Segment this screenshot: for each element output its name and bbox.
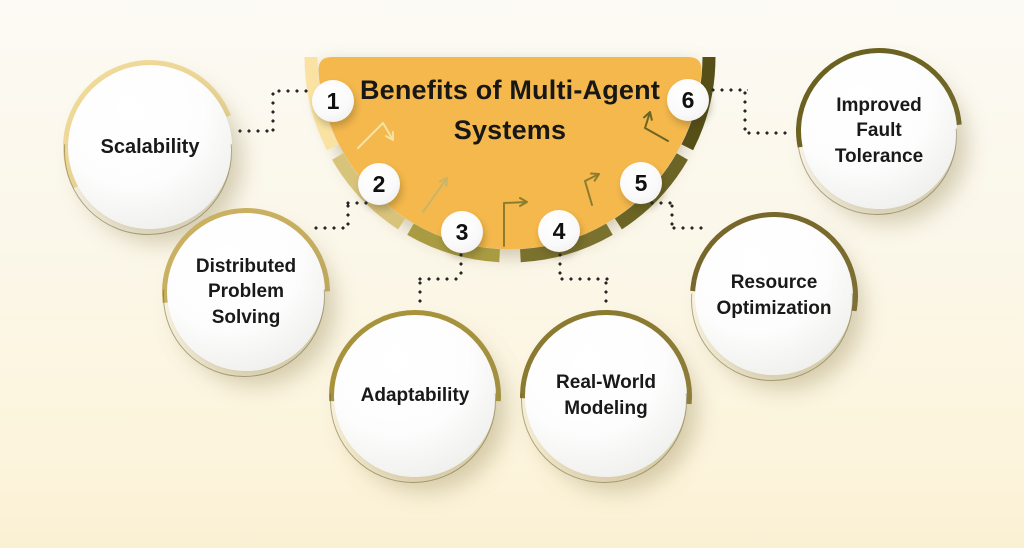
decorative-arrow-1-icon — [357, 122, 394, 149]
connector-6-segment — [711, 88, 748, 92]
connector-1-segment — [238, 129, 274, 133]
connector-2-segment — [346, 204, 350, 230]
benefit-label: Distributed Problem Solving — [195, 255, 297, 328]
connector-3-segment — [418, 281, 422, 307]
number-badge-6: 6 — [667, 79, 709, 121]
decorative-arrow-5-icon — [643, 111, 669, 142]
decorative-arrow-4-icon — [584, 172, 600, 206]
connector-2-segment — [346, 201, 372, 205]
connector-5-segment — [650, 201, 676, 205]
number-badge-2: 2 — [358, 163, 400, 205]
benefit-label: Adaptability — [360, 385, 470, 407]
benefit-circle-improved-fault-tolerance: Improved Fault Tolerance — [796, 48, 962, 214]
connector-3-segment — [418, 277, 463, 281]
benefit-circle-resource-optimization: Resource Optimization — [690, 212, 858, 380]
number-badge-1: 1 — [312, 80, 354, 122]
decorative-arrow-3-icon — [503, 197, 528, 247]
semicircle-shape — [318, 57, 702, 250]
benefit-circle-distributed-problem-solving: Distributed Problem Solving — [162, 208, 330, 376]
semicircle-disc — [318, 57, 702, 250]
connector-3-segment — [459, 253, 463, 280]
benefit-label: Improved Fault Tolerance — [834, 94, 924, 167]
benefit-label: Scalability — [100, 135, 200, 158]
diagram-title: Benefits of Multi-Agent Systems — [295, 70, 725, 150]
number-badge-3: 3 — [441, 211, 483, 253]
connector-5-segment — [670, 204, 674, 230]
benefit-circle-real-world-modeling: Real-World Modeling — [520, 310, 692, 482]
decorative-arrow-2-icon — [422, 177, 448, 213]
connector-4-segment — [560, 277, 609, 281]
diagram-title-line1: Benefits of Multi-Agent — [359, 75, 661, 105]
benefit-circle-adaptability: Adaptability — [329, 310, 501, 483]
number-badge-5: 5 — [620, 162, 662, 204]
connector-2-segment — [314, 226, 350, 230]
benefit-label: Resource Optimization — [716, 272, 832, 319]
connector-1-segment — [277, 89, 309, 93]
connector-4-segment — [604, 281, 608, 307]
benefit-circle-scalability: Scalability — [63, 60, 237, 234]
connector-4-segment — [558, 253, 562, 280]
connector-5-segment — [672, 226, 706, 230]
benefit-label: Real-World Modeling — [556, 372, 656, 419]
connector-6-segment — [747, 131, 787, 135]
connector-6-segment — [743, 91, 747, 134]
connector-1-segment — [271, 92, 275, 132]
diagram-title-line2: Systems — [453, 115, 567, 145]
number-badge-4: 4 — [538, 210, 580, 252]
